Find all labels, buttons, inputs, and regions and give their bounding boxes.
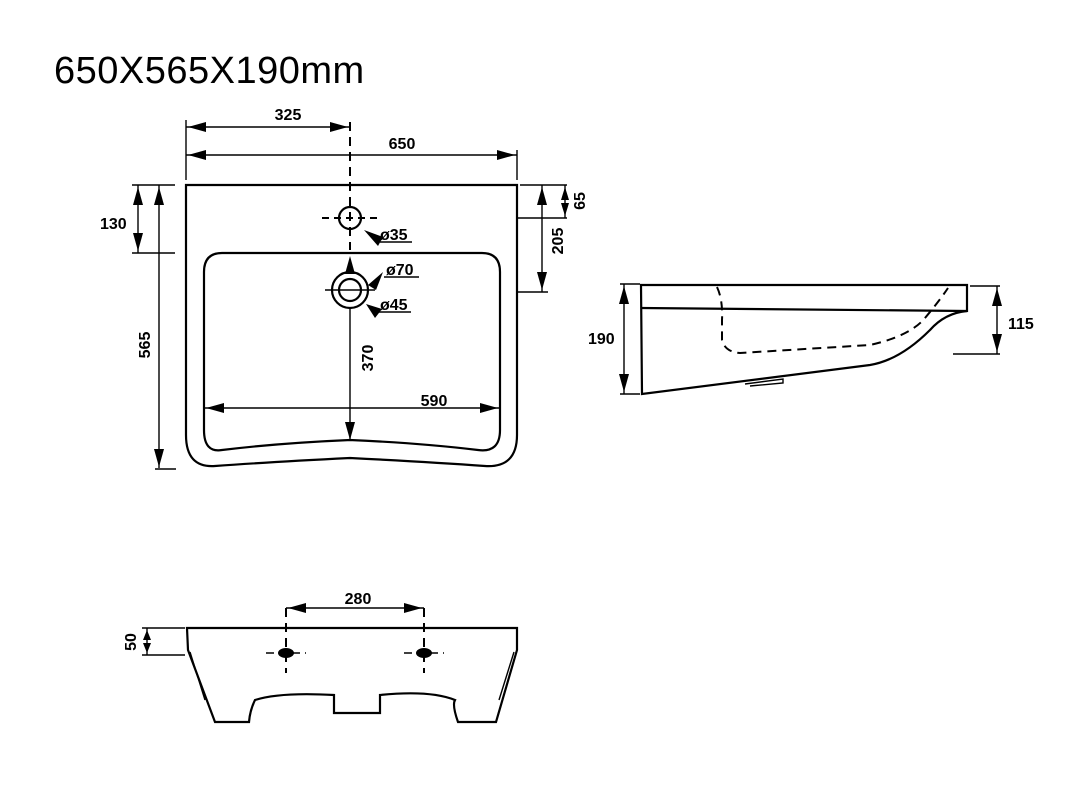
basin-outline bbox=[184, 183, 519, 468]
dim-650: 650 bbox=[389, 136, 416, 153]
dim-190: 190 bbox=[588, 331, 615, 348]
dim-205: 205 bbox=[550, 228, 567, 255]
dim-130: 130 bbox=[100, 216, 127, 233]
dim-370: 370 bbox=[360, 345, 377, 372]
dim-590: 590 bbox=[421, 393, 448, 410]
dim-65: 65 bbox=[572, 192, 589, 210]
dim-115: 115 bbox=[1008, 316, 1034, 333]
drain-outer-diameter: ø70 bbox=[386, 262, 414, 279]
dim-325: 325 bbox=[275, 107, 302, 124]
dim-565: 565 bbox=[137, 332, 154, 359]
dim-280: 280 bbox=[345, 591, 372, 608]
top-view: 325 650 130 565 65 205 bbox=[100, 107, 589, 470]
bowl-outline bbox=[202, 251, 502, 452]
side-view: 190 115 bbox=[588, 283, 1034, 396]
tap-hole: ø35 bbox=[322, 205, 412, 246]
drain-inner-diameter: ø45 bbox=[380, 297, 408, 314]
drain-hole: ø70 ø45 bbox=[325, 256, 419, 318]
rear-view: 280 50 bbox=[123, 591, 519, 724]
dim-50: 50 bbox=[123, 633, 140, 651]
tap-hole-diameter: ø35 bbox=[380, 227, 408, 244]
product-dimensions-title: 650X565X190mm bbox=[54, 50, 365, 92]
